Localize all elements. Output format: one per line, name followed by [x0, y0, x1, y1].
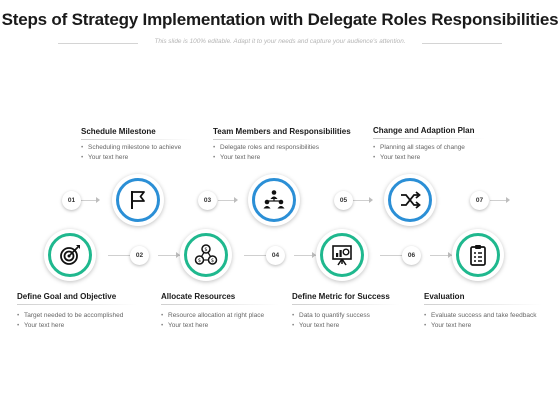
step-05-bullets: Data to quantify success Your text here — [292, 311, 370, 331]
arrow-04-05 — [312, 252, 316, 258]
step-04-bullets: Delegate roles and responsibilities Your… — [213, 143, 319, 163]
step-05-circle — [316, 229, 368, 281]
connector-start-02 — [108, 255, 130, 256]
list-item: Planning all stages of change — [373, 143, 465, 153]
subtitle: This slide is 100% editable. Adapt it to… — [58, 38, 502, 45]
step-02-bullets: Scheduling milestone to achieve Your tex… — [81, 143, 181, 163]
step-07-title: Evaluation — [424, 292, 465, 301]
arrow-05-06 — [369, 197, 373, 203]
list-item: Your text here — [424, 321, 537, 331]
resources-icon: $ $ $ — [194, 244, 218, 265]
step-number-05: 05 — [334, 191, 353, 210]
list-item: Your text here — [17, 321, 123, 331]
step-02-rule — [81, 139, 193, 140]
step-number-01: 01 — [62, 191, 81, 210]
subtitle-divider-left — [58, 43, 138, 44]
step-03-rule — [161, 304, 279, 305]
step-05-rule — [292, 304, 400, 305]
list-item: Your text here — [161, 321, 264, 331]
list-item: Delegate roles and responsibilities — [213, 143, 319, 153]
step-02-circle — [112, 174, 164, 226]
connector-05-06 — [353, 200, 369, 201]
arrow-07-end — [506, 197, 510, 203]
step-number-07: 07 — [470, 191, 489, 210]
step-06-circle — [384, 174, 436, 226]
connector-03-04 — [218, 200, 234, 201]
svg-text:$: $ — [198, 258, 201, 264]
connector-06-left — [380, 255, 402, 256]
connector-07-end — [490, 200, 506, 201]
step-04-rule — [213, 139, 343, 140]
connector-02-03 — [158, 255, 180, 256]
list-item: Your text here — [373, 153, 465, 163]
step-03-title: Allocate Resources — [161, 292, 236, 301]
step-number-06: 06 — [402, 246, 421, 265]
step-number-04: 04 — [266, 246, 285, 265]
list-item: Your text here — [292, 321, 370, 331]
step-06-bullets: Planning all stages of change Your text … — [373, 143, 465, 163]
list-item: Your text here — [81, 153, 181, 163]
step-06-title: Change and Adaption Plan — [373, 126, 475, 135]
step-05-title: Define Metric for Success — [292, 292, 390, 301]
list-item: Data to quantify success — [292, 311, 370, 321]
list-item: Resource allocation at right place — [161, 311, 264, 321]
connector-06-07 — [430, 255, 452, 256]
list-item: Scheduling milestone to achieve — [81, 143, 181, 153]
arrow-02-03 — [176, 252, 180, 258]
arrow-06-07 — [448, 252, 452, 258]
step-03-bullets: Resource allocation at right place Your … — [161, 311, 264, 331]
subtitle-divider-right — [422, 43, 502, 44]
step-01-circle — [44, 229, 96, 281]
target-icon — [60, 245, 80, 265]
connector-04-05 — [294, 255, 316, 256]
step-06-rule — [373, 138, 485, 139]
connector-01-02 — [80, 200, 96, 201]
connector-04-left — [244, 255, 266, 256]
step-07-circle — [452, 229, 504, 281]
presentation-icon — [332, 245, 352, 266]
step-number-03: 03 — [198, 191, 217, 210]
clipboard-icon — [470, 245, 486, 266]
svg-text:$: $ — [211, 258, 214, 264]
step-07-bullets: Evaluate success and take feedback Your … — [424, 311, 537, 331]
arrow-03-04 — [234, 197, 238, 203]
subtitle-bar: This slide is 100% editable. Adapt it to… — [58, 38, 502, 50]
step-04-circle — [248, 174, 300, 226]
flag-icon — [131, 191, 145, 209]
arrow-01-02 — [96, 197, 100, 203]
step-03-circle: $ $ $ — [180, 229, 232, 281]
step-01-title: Define Goal and Objective — [17, 292, 117, 301]
list-item: Target needed to be accomplished — [17, 311, 123, 321]
list-item: Your text here — [213, 153, 319, 163]
list-item: Evaluate success and take feedback — [424, 311, 537, 321]
shuffle-icon — [401, 191, 421, 209]
step-02-title: Schedule Milestone — [81, 127, 156, 136]
subtitle-text: This slide is 100% editable. Adapt it to… — [149, 38, 411, 45]
page-title: Steps of Strategy Implementation with De… — [1, 10, 559, 29]
step-01-rule — [17, 304, 137, 305]
svg-text:$: $ — [204, 247, 207, 253]
step-01-bullets: Target needed to be accomplished Your te… — [17, 311, 123, 331]
team-icon — [263, 190, 285, 209]
step-07-rule — [424, 304, 542, 305]
step-number-02: 02 — [130, 246, 149, 265]
step-04-title: Team Members and Responsibilities — [213, 127, 351, 136]
